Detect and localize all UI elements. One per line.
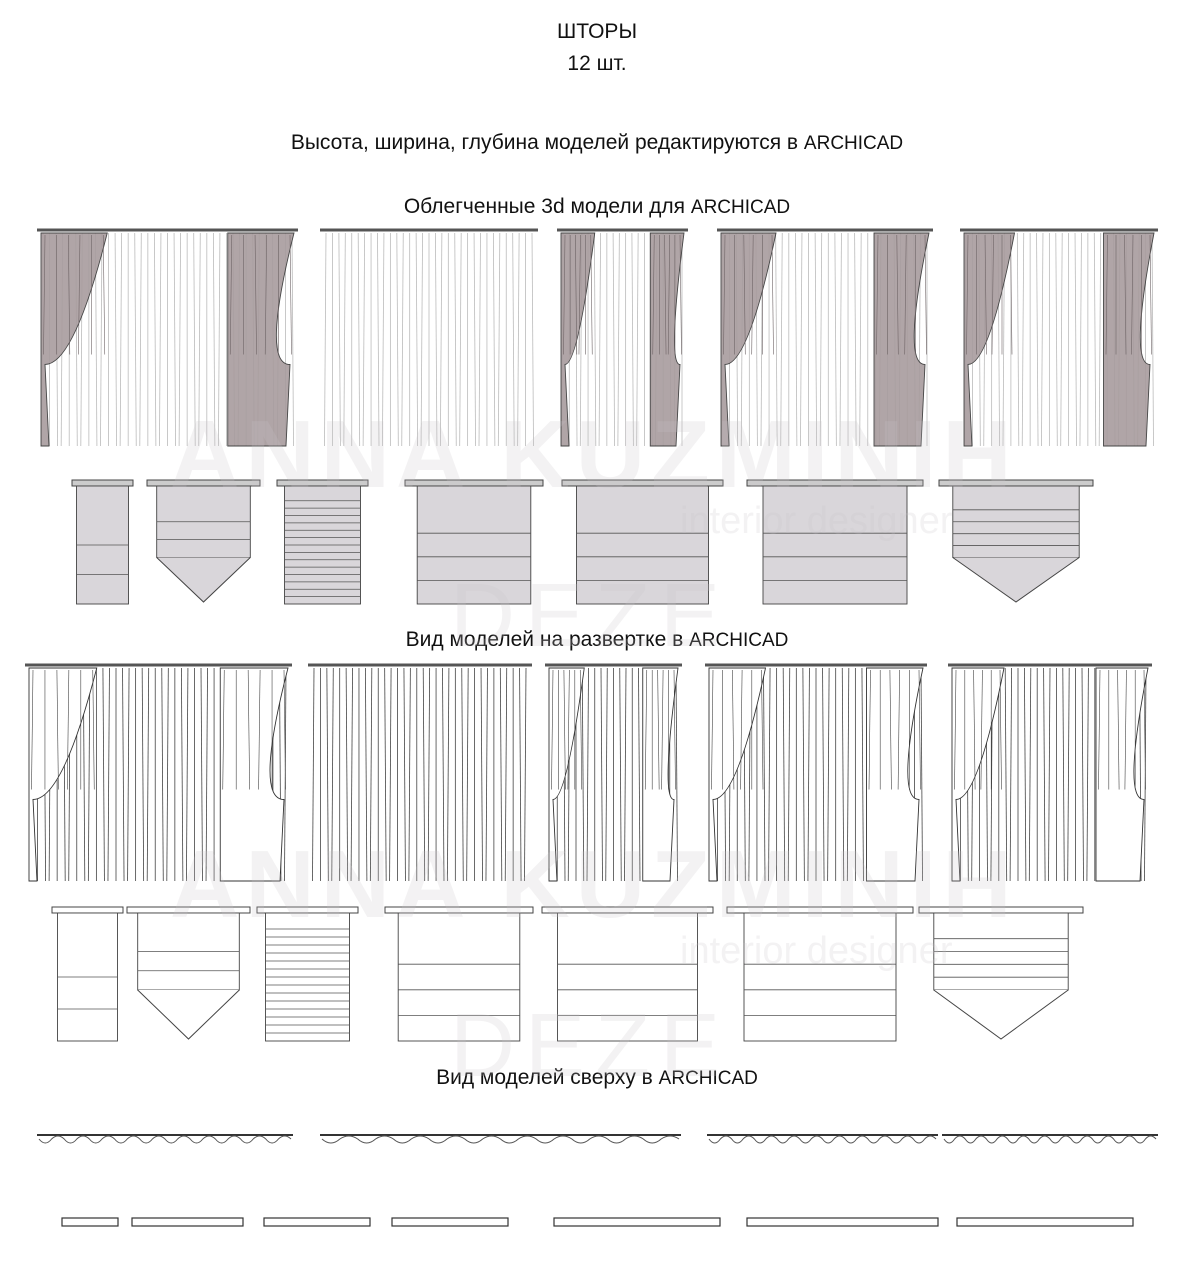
- curtain-elevation-drawing: [946, 660, 1154, 885]
- curtain-elevation-drawing: [23, 660, 294, 885]
- curtain-3d-model: [715, 225, 935, 450]
- curtain-3d-model: [555, 225, 690, 450]
- blind-3d-model: [560, 478, 725, 608]
- curtain-3d-model: [35, 225, 300, 450]
- section-top-view: Вид моделей сверху в ARCHICAD: [0, 1066, 1194, 1090]
- blind-3d-model: [745, 478, 925, 608]
- section-3d-models: Облегченные 3d модели для ARCHICAD: [0, 195, 1194, 219]
- curtain-3d-model: [958, 225, 1160, 450]
- blind-top-view: [262, 1210, 372, 1235]
- curtain-elevation-drawing: [306, 660, 534, 885]
- section-title: Вид моделей на развертке в: [405, 628, 684, 651]
- app-name: ARCHICAD: [690, 197, 791, 218]
- curtain-3d-model: [318, 225, 540, 450]
- blind-elevation-drawing: [255, 905, 360, 1045]
- curtain-top-view: [940, 1105, 1160, 1165]
- blind-3d-model: [403, 478, 545, 608]
- blind-top-view: [390, 1210, 510, 1235]
- blind-3d-model: [275, 478, 370, 608]
- editing-note-text: Высота, ширина, глубина моделей редактир…: [290, 131, 799, 154]
- curtain-top-view: [705, 1105, 940, 1165]
- blind-elevation-drawing: [917, 905, 1085, 1045]
- blind-top-view: [60, 1210, 120, 1235]
- blind-top-view: [552, 1210, 722, 1235]
- blind-elevation-drawing: [125, 905, 252, 1045]
- curtain-elevation-drawing: [543, 660, 684, 885]
- section-elevation: Вид моделей на развертке в ARCHICAD: [0, 628, 1194, 652]
- section-title: Вид моделей сверху в: [436, 1066, 653, 1089]
- curtain-top-view: [35, 1105, 295, 1165]
- blind-3d-model: [70, 478, 135, 608]
- blind-3d-model: [145, 478, 262, 608]
- blind-elevation-drawing: [50, 905, 125, 1045]
- curtain-elevation-drawing: [703, 660, 929, 885]
- editing-note: Высота, ширина, глубина моделей редактир…: [0, 131, 1194, 155]
- curtain-top-view: [318, 1105, 683, 1165]
- blind-top-view: [745, 1210, 940, 1235]
- blind-top-view: [130, 1210, 245, 1235]
- blind-3d-model: [937, 478, 1095, 608]
- blind-elevation-drawing: [540, 905, 715, 1045]
- app-name: ARCHICAD: [803, 133, 904, 154]
- blind-elevation-drawing: [383, 905, 535, 1045]
- section-title: Облегченные 3d модели для: [403, 195, 691, 218]
- app-name: ARCHICAD: [658, 1068, 758, 1089]
- blind-top-view: [955, 1210, 1135, 1235]
- page-title: ШТОРЫ: [556, 20, 638, 43]
- app-name: ARCHICAD: [689, 630, 789, 651]
- blind-elevation-drawing: [725, 905, 915, 1045]
- item-count: 12 шт.: [567, 52, 627, 75]
